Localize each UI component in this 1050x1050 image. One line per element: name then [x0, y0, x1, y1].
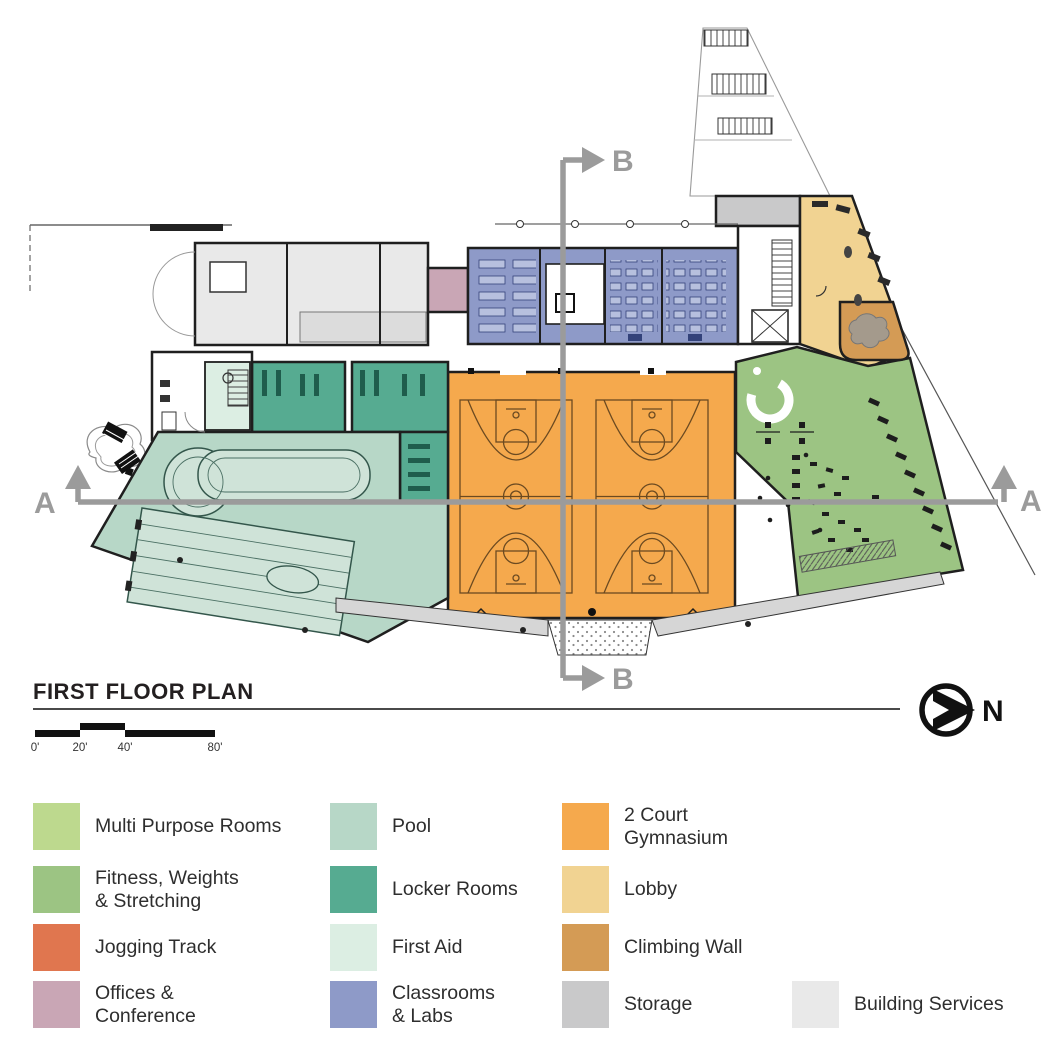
legend-swatch	[330, 981, 377, 1028]
legend-swatch	[33, 803, 80, 850]
legend-label: Fitness, Weights & Stretching	[95, 867, 239, 912]
scale-tick-80: 80'	[208, 742, 223, 754]
offices-conference-region	[426, 266, 470, 314]
legend-swatch	[562, 803, 609, 850]
legend-swatch	[792, 981, 839, 1028]
legend-label: Multi Purpose Rooms	[95, 815, 282, 838]
section-line-a: A A	[34, 465, 1042, 520]
legend-swatch	[33, 981, 80, 1028]
legend-swatch	[562, 866, 609, 913]
building-services-detail	[150, 224, 427, 345]
pool-detail	[124, 447, 371, 637]
legend-label: First Aid	[392, 936, 463, 959]
legend-item-jogging-track: Jogging Track	[33, 924, 216, 971]
legend-item-fitness-weights-stretching: Fitness, Weights & Stretching	[33, 866, 239, 913]
title-rule	[33, 708, 900, 710]
legend-label: Jogging Track	[95, 936, 217, 959]
landscape-feature	[86, 421, 146, 477]
stretching-mat	[798, 539, 897, 573]
entry-fixtures	[160, 369, 249, 433]
legend-item-building-services: Building Services	[792, 981, 1004, 1028]
gymnasium-region	[446, 370, 737, 620]
section-label-a-right: A	[1020, 485, 1042, 518]
floor-plan-drawing: A A B B	[29, 27, 1042, 696]
south-walkway	[335, 571, 945, 656]
legend-item-pool: Pool	[330, 803, 431, 850]
locker-rooms-region-2	[350, 360, 450, 434]
locker-fixtures	[262, 370, 430, 491]
legend-swatch	[562, 981, 609, 1028]
legend-label: Locker Rooms	[392, 878, 518, 901]
climbing-wall-boulder	[848, 313, 890, 349]
fitness-weights-region	[734, 345, 965, 599]
classrooms-detail	[472, 248, 726, 344]
legend-item-storage: Storage	[562, 981, 692, 1028]
section-label-b-bottom: B	[612, 663, 634, 696]
page-title: FIRST FLOOR PLAN	[33, 679, 254, 704]
legend-item-classrooms-labs: Classrooms & Labs	[330, 981, 495, 1028]
legend-label: Pool	[392, 815, 432, 838]
legend-item-multi-purpose-rooms: Multi Purpose Rooms	[33, 803, 281, 850]
legend-item-locker-rooms: Locker Rooms	[330, 866, 518, 913]
canopy-columns	[495, 220, 738, 228]
legend-swatch	[330, 924, 377, 971]
legend-swatch	[33, 866, 80, 913]
section-label-b-top: B	[612, 145, 634, 178]
storage-region	[714, 194, 802, 228]
north-arrow-icon	[933, 689, 975, 731]
upper-wing-stairs	[703, 29, 773, 135]
section-line-b: B B	[560, 145, 634, 696]
legend-item-first-aid: First Aid	[330, 924, 462, 971]
legend-label: Building Services	[854, 993, 1004, 1016]
legend-label: Lobby	[624, 878, 678, 901]
legend-swatch	[330, 866, 377, 913]
scale-tick-40: 40'	[118, 742, 133, 754]
legend-swatch	[330, 803, 377, 850]
legend-label: Storage	[624, 993, 693, 1016]
legend-label: Climbing Wall	[624, 936, 743, 959]
legend-item-2-court-gymnasium: 2 Court Gymnasium	[562, 803, 728, 850]
lobby-furniture	[812, 201, 891, 306]
legend-item-climbing-wall: Climbing Wall	[562, 924, 742, 971]
north-arrow: N	[919, 683, 1004, 737]
legend-item-offices-conference: Offices & Conference	[33, 981, 196, 1028]
scale-bar: 0' 20' 40' 80'	[31, 723, 223, 754]
core-detail	[751, 239, 793, 343]
legend-label: Classrooms & Labs	[392, 982, 495, 1027]
scale-tick-20: 20'	[73, 742, 88, 754]
wet-corridor-region	[398, 430, 450, 504]
scale-tick-0: 0'	[31, 742, 40, 754]
legend-swatch	[562, 924, 609, 971]
north-label: N	[982, 695, 1004, 728]
legend-item-lobby: Lobby	[562, 866, 677, 913]
section-label-a-left: A	[34, 487, 56, 520]
legend-label: 2 Court Gymnasium	[624, 804, 729, 849]
legend-label: Offices & Conference	[95, 982, 196, 1027]
legend-swatch	[33, 924, 80, 971]
